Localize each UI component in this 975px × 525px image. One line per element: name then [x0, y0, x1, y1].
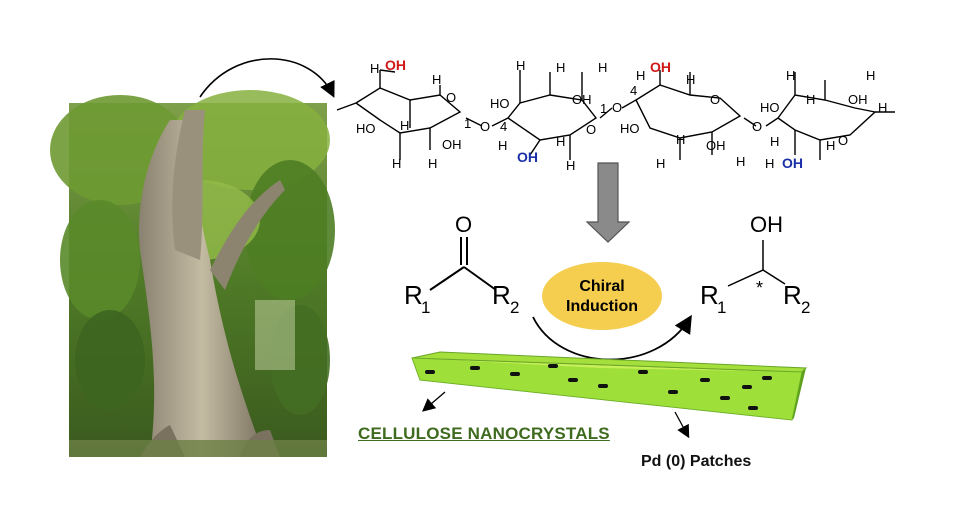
hydroxyl-red-2: OH: [650, 59, 671, 75]
hydrogen-label: H: [656, 156, 665, 171]
hydroxyl-label: OH: [442, 137, 462, 152]
pd-patches-label: Pd (0) Patches: [641, 453, 752, 470]
hydrogen-label: H: [556, 134, 565, 149]
r1-label: R: [404, 280, 423, 310]
hydroxyl-label: OH: [572, 92, 592, 107]
hydrogen-label: H: [636, 68, 645, 83]
r2-subscript: 2: [510, 298, 519, 317]
ring-oxygen-label: O: [446, 90, 456, 105]
r2-label: R: [783, 280, 802, 310]
hydrogen-label: H: [878, 100, 887, 115]
chiral-induction-badge: Chiral Induction: [542, 262, 662, 330]
hydrogen-label: H: [498, 138, 507, 153]
glycosidic-oxygen-label: O: [612, 100, 622, 115]
hydroxyl-label: HO: [760, 100, 780, 115]
hydroxyl-blue-2: OH: [782, 155, 803, 171]
hydrogen-label: H: [765, 156, 774, 171]
alcohol-structure: OH * R 1 R 2: [700, 212, 810, 317]
hydrogen-label: H: [686, 72, 695, 87]
cellulose-nanocrystals-label: CELLULOSE NANOCRYSTALS: [358, 424, 610, 443]
hydrogen-label: H: [866, 68, 875, 83]
hydrogen-label: H: [392, 156, 401, 171]
ketone-structure: O R 1 R 2: [404, 212, 519, 317]
hydrogen-label: H: [400, 118, 409, 133]
carbon-4-label: 4: [500, 119, 507, 134]
hydrogen-label: H: [826, 138, 835, 153]
cellulose-atom-labels: OH H H O HO H OH H H 1 O 4 HO H H OH H H…: [356, 57, 887, 173]
down-arrow-icon: [585, 162, 631, 243]
ring-oxygen-label: O: [710, 92, 720, 107]
hydrogen-label: H: [566, 158, 575, 173]
cnc-pointer-arrow: [422, 391, 446, 412]
hydroxyl-label: OH: [848, 92, 868, 107]
hydrogen-label: H: [370, 61, 379, 76]
catalyst-line-1: Chiral: [579, 278, 624, 295]
hydroxyl-blue-1: OH: [517, 149, 538, 165]
ring-oxygen-label: O: [586, 122, 596, 137]
carbon-1-label: 1: [464, 116, 471, 131]
curved-arrow-icon: [199, 58, 335, 98]
hydrogen-label: H: [428, 156, 437, 171]
hydrogen-label: H: [432, 72, 441, 87]
catalyst-line-2: Induction: [566, 298, 638, 315]
hydrogen-label: H: [556, 60, 565, 75]
hydroxyl-label: HO: [620, 121, 640, 136]
hydrogen-label: H: [806, 92, 815, 107]
hydrogen-label: H: [786, 68, 795, 83]
ketone-oxygen: O: [455, 212, 472, 237]
stereocenter-marker: *: [756, 278, 763, 298]
r1-subscript: 1: [421, 298, 430, 317]
hydroxyl-red-1: OH: [385, 57, 406, 73]
pd-pointer-arrow: [674, 411, 690, 439]
glycosidic-oxygen-label: O: [480, 119, 490, 134]
cellulose-structure: [336, 69, 895, 160]
hydroxyl-label: HO: [490, 96, 510, 111]
carbon-1-label: 1: [600, 101, 607, 116]
hydrogen-label: H: [516, 58, 525, 73]
glycosidic-oxygen-label: O: [752, 119, 762, 134]
r1-label: R: [700, 280, 719, 310]
r1-subscript: 1: [717, 298, 726, 317]
r2-subscript: 2: [801, 298, 810, 317]
r2-label: R: [492, 280, 511, 310]
tree-photo: [50, 90, 335, 457]
nanocrystal-prism: [411, 351, 808, 421]
hydrogen-label: H: [598, 60, 607, 75]
carbon-4-label: 4: [630, 83, 637, 98]
pd-patch-marks: [425, 364, 772, 410]
hydrogen-label: H: [736, 154, 745, 169]
ring-oxygen-label: O: [838, 133, 848, 148]
hydroxyl-label: OH: [706, 138, 726, 153]
hydrogen-label: H: [676, 132, 685, 147]
hydrogen-label: H: [770, 134, 779, 149]
product-hydroxyl: OH: [750, 212, 783, 237]
hydroxyl-label: HO: [356, 121, 376, 136]
